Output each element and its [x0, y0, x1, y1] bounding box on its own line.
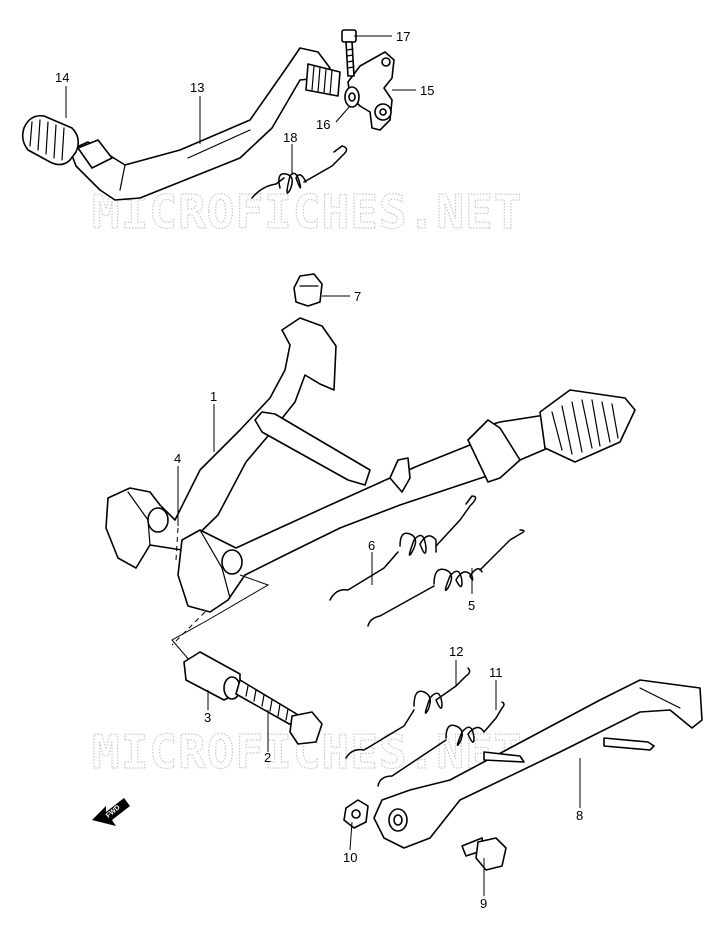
- callout-5: 5: [468, 598, 475, 613]
- callout-17: 17: [396, 29, 410, 44]
- callout-7: 7: [354, 289, 361, 304]
- callout-9: 9: [480, 896, 487, 911]
- callout-12: 12: [449, 644, 463, 659]
- alignment-line: [171, 611, 206, 646]
- stand-bolt[interactable]: [235, 679, 323, 745]
- callout-3: 3: [204, 710, 211, 725]
- callout-15: 15: [420, 83, 434, 98]
- side-stand-spring-long[interactable]: [345, 667, 471, 759]
- stand-spring-outer[interactable]: [367, 529, 525, 627]
- gearshift-washer[interactable]: [344, 86, 360, 108]
- callout-14: 14: [55, 70, 69, 85]
- watermark-top: MICROFICHES.NET: [92, 185, 522, 239]
- callout-11: 11: [489, 665, 503, 680]
- stand-spacer[interactable]: [183, 651, 241, 701]
- alignment-line: [171, 574, 270, 669]
- callout-4: 4: [174, 451, 181, 466]
- side-stand[interactable]: [373, 679, 703, 849]
- stand-spring-inner[interactable]: [329, 495, 477, 601]
- gearshift-spring[interactable]: [251, 145, 348, 199]
- callout-10: 10: [343, 850, 357, 865]
- footpeg-rubber[interactable]: [21, 114, 80, 166]
- callout-13: 13: [190, 80, 204, 95]
- stand-pedal-rubber[interactable]: [539, 389, 636, 463]
- gearshift-bolt[interactable]: [341, 29, 357, 77]
- side-stand-spring-short[interactable]: [377, 701, 505, 787]
- callout-16: 16: [316, 117, 330, 132]
- leader-lines: [65, 35, 581, 896]
- side-stand-nut[interactable]: [343, 799, 369, 829]
- stopper-rubber[interactable]: [293, 273, 323, 307]
- callout-2: 2: [264, 750, 271, 765]
- forward-arrow-icon: FWD: [92, 798, 130, 826]
- callout-8: 8: [576, 808, 583, 823]
- center-stand[interactable]: [105, 317, 549, 613]
- gearshift-lever[interactable]: [69, 47, 341, 201]
- callout-6: 6: [368, 538, 375, 553]
- callout-18: 18: [283, 130, 297, 145]
- callout-1: 1: [210, 389, 217, 404]
